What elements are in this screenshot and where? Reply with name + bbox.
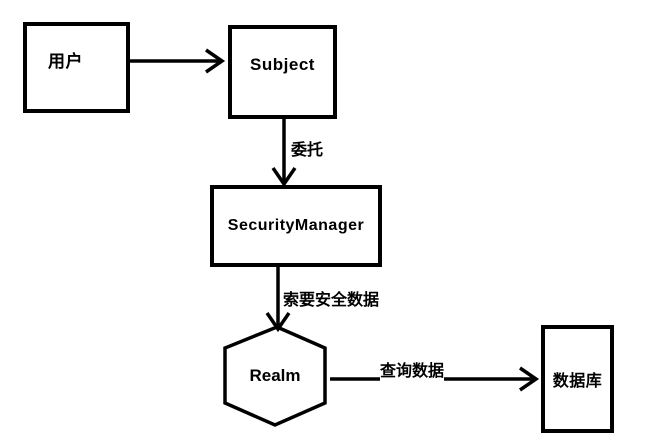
node-user: 用户	[23, 22, 130, 113]
edge-label-request-security-data: 索要安全数据	[283, 286, 380, 310]
node-security-manager: SecurityManager	[210, 185, 382, 267]
node-database: 数据库	[541, 325, 614, 433]
node-realm-label: Realm	[249, 366, 301, 385]
realm-hexagon-shape	[223, 325, 327, 427]
node-subject: Subject	[228, 25, 337, 119]
edge-label-delegate: 委托	[291, 136, 324, 160]
edge-label-query-data: 查询数据	[380, 357, 445, 381]
